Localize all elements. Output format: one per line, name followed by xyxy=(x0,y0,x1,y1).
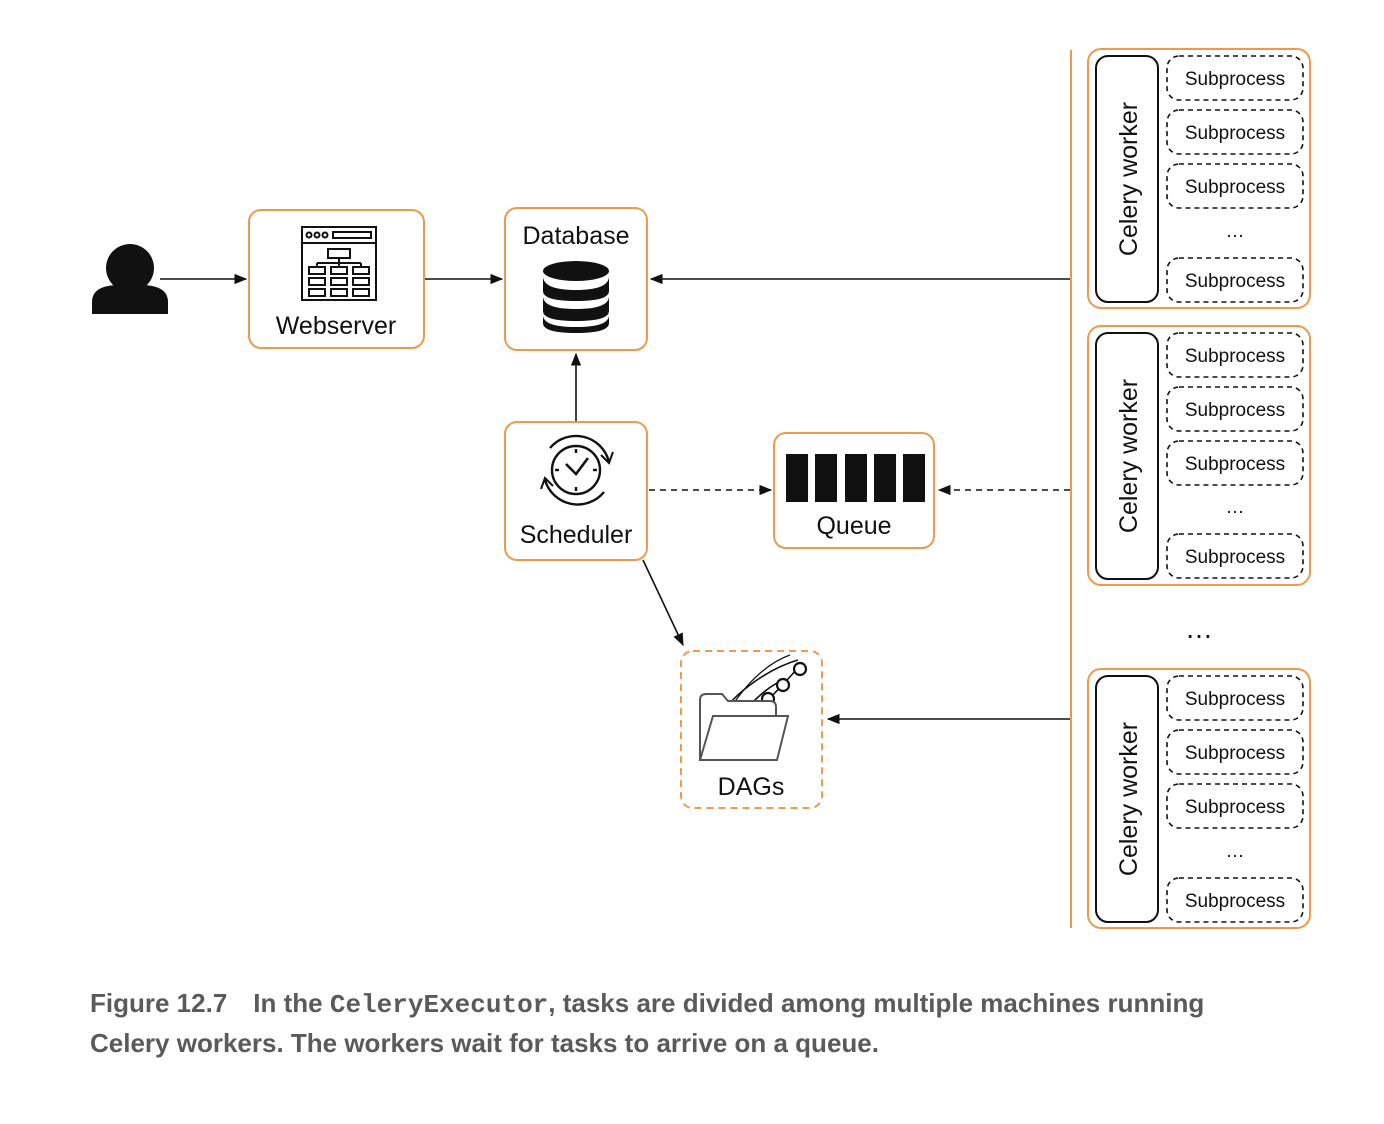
subprocess-label: Subprocess xyxy=(1185,177,1285,198)
celery-worker-box xyxy=(1095,332,1159,580)
edges xyxy=(160,273,1070,725)
subprocess-ellipsis: … xyxy=(1226,841,1245,862)
database-label: Database xyxy=(522,222,629,250)
folder-graph-icon xyxy=(698,654,808,761)
subprocess-box xyxy=(1166,257,1304,303)
celery-worker-group: Celery worker Subprocess Subprocess Subp… xyxy=(1087,48,1311,309)
subprocess-box xyxy=(1166,109,1304,155)
webserver-node: Webserver xyxy=(248,209,425,349)
scheduler-label: Scheduler xyxy=(520,521,633,549)
subprocess-box xyxy=(1166,163,1304,209)
dags-label: DAGs xyxy=(718,773,785,801)
subprocess-box xyxy=(1166,332,1304,378)
scheduler-node: Scheduler xyxy=(504,421,648,561)
clock-refresh-icon xyxy=(540,434,614,506)
figure-number: Figure 12.7 xyxy=(90,988,228,1018)
subprocess-label: Subprocess xyxy=(1185,689,1285,710)
queue-slots-icon xyxy=(786,454,925,502)
celery-worker-group: Celery worker Subprocess Subprocess Subp… xyxy=(1087,325,1311,586)
edge-scheduler-dags xyxy=(642,559,684,647)
webpage-sitemap-icon xyxy=(301,226,377,301)
celery-worker-group: Celery worker Subprocess Subprocess Subp… xyxy=(1087,668,1311,929)
subprocess-box xyxy=(1166,729,1304,775)
subprocess-label: Subprocess xyxy=(1185,454,1285,475)
subprocess-label: Subprocess xyxy=(1185,891,1285,912)
subprocess-ellipsis: … xyxy=(1226,221,1245,242)
database-icon xyxy=(543,261,609,333)
subprocess-label: Subprocess xyxy=(1185,271,1285,292)
celery-worker-label: Celery worker xyxy=(1115,379,1143,533)
subprocess-label: Subprocess xyxy=(1185,400,1285,421)
queue-node: Queue xyxy=(773,432,935,549)
queue-label: Queue xyxy=(816,512,891,540)
workers-ellipsis: … xyxy=(1185,613,1213,644)
subprocess-label: Subprocess xyxy=(1185,547,1285,568)
subprocess-label: Subprocess xyxy=(1185,69,1285,90)
subprocess-ellipsis: … xyxy=(1226,497,1245,518)
celery-worker-label: Celery worker xyxy=(1115,722,1143,876)
subprocess-box xyxy=(1166,675,1304,721)
subprocess-label: Subprocess xyxy=(1185,797,1285,818)
celery-worker-label: Celery worker xyxy=(1115,102,1143,256)
subprocess-box xyxy=(1166,440,1304,486)
dags-node: DAGs xyxy=(680,650,823,809)
webserver-label: Webserver xyxy=(276,312,396,340)
subprocess-label: Subprocess xyxy=(1185,346,1285,367)
figure-caption: Figure 12.7 In the CeleryExecutor, tasks … xyxy=(90,984,1290,1062)
user-icon xyxy=(92,244,168,314)
subprocess-box xyxy=(1166,55,1304,101)
database-node: Database xyxy=(504,207,648,351)
subprocess-box xyxy=(1166,877,1304,923)
caption-text-after: , tasks are divided among multiple machi… xyxy=(90,988,1205,1058)
subprocess-box xyxy=(1166,386,1304,432)
caption-code: CeleryExecutor xyxy=(329,990,549,1020)
celery-worker-box xyxy=(1095,55,1159,303)
subprocess-label: Subprocess xyxy=(1185,123,1285,144)
subprocess-box xyxy=(1166,533,1304,579)
executor-diagram: Webserver Database Scheduler xyxy=(92,48,1311,929)
celery-worker-box xyxy=(1095,675,1159,923)
subprocess-box xyxy=(1166,783,1304,829)
subprocess-label: Subprocess xyxy=(1185,743,1285,764)
caption-text-before: In the xyxy=(253,988,330,1018)
